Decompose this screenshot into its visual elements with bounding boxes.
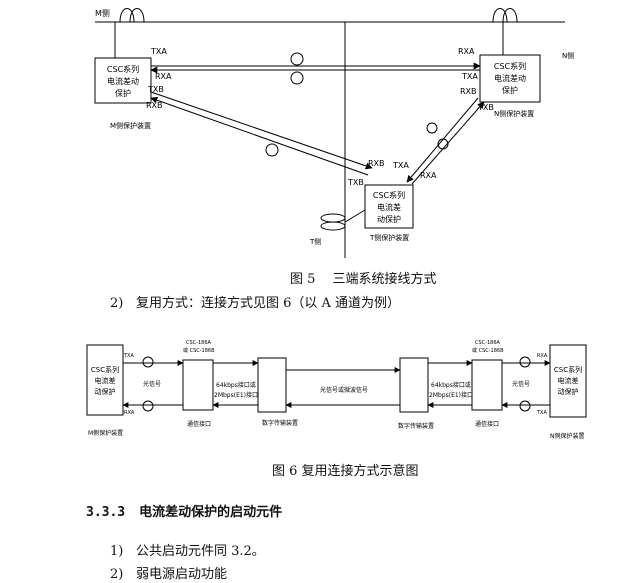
sig-txa-t: TXA — [392, 161, 409, 170]
sig-txb-n: TXB — [477, 103, 494, 112]
sig-txb-t: TXB — [347, 178, 364, 187]
fiber-coil-left-top — [142, 356, 154, 368]
list-item-number: 2) — [110, 567, 124, 582]
figure-5-caption: 图 5 三端系统接线方式 — [290, 272, 437, 287]
relay-box-right — [549, 344, 587, 418]
fiber-coil-nt — [426, 122, 449, 150]
converter-left-model2: 或 CSC-186B — [183, 347, 215, 354]
list-item-text: 弱电源启动功能 — [136, 567, 228, 582]
sig-rxa-m: RXA — [155, 72, 172, 81]
device-label-left: M侧保护装置 — [88, 429, 123, 437]
sig-rxa-n: RXA — [458, 47, 475, 56]
relay-t-line1: CSC系列 — [373, 190, 405, 200]
relay-box-n — [479, 54, 541, 103]
converter-right — [471, 359, 503, 411]
iface-label-left-2: 2Mbps(E1)接口 — [214, 391, 258, 399]
relay-t-line3: 动保护 — [377, 214, 401, 224]
converter-left — [182, 359, 214, 411]
sig-rxa-right: RXA — [537, 353, 548, 359]
section-title: 电流差动保护的启动元件 — [139, 505, 283, 520]
bus-label-m: M侧 — [95, 8, 110, 18]
converter-right-model2: 或 CSC-186B — [472, 347, 504, 354]
sig-txa-left: TXA — [123, 353, 134, 359]
relay-n-line1: CSC系列 — [494, 61, 526, 71]
device-label-m: M侧保护装置 — [110, 121, 151, 130]
device-label-t: T侧保护装置 — [369, 233, 409, 242]
relay-right-line1: CSC系列 — [554, 365, 582, 374]
dtu-left — [257, 357, 287, 413]
t-branch-lead — [344, 209, 366, 223]
bus-label-n: N侧 — [562, 51, 574, 60]
relay-left-line1: CSC系列 — [91, 365, 119, 374]
relay-box-left — [86, 344, 124, 416]
comm-iface-right: 通信接口 — [475, 420, 499, 428]
dtu-left-label: 数字传输装置 — [262, 419, 298, 427]
fiber-coil-mn — [290, 52, 304, 85]
relay-left-line2: 电流差 — [95, 376, 116, 385]
sig-rxb-n: RXB — [460, 87, 477, 96]
list-item-number: 1) — [110, 544, 124, 559]
iface-label-right-1: 64kbps接口或 — [431, 381, 471, 389]
relay-left-line3: 动保护 — [95, 387, 116, 396]
dtu-right — [399, 357, 429, 413]
channel-nt-tx — [406, 97, 479, 183]
list-item: 1) 公共启动元件同 3.2。 — [110, 540, 265, 559]
comm-iface-left: 通信接口 — [187, 420, 211, 428]
relay-right-line3: 动保护 — [558, 387, 579, 396]
relay-m-line2: 电流差动 — [107, 76, 139, 86]
device-label-right: N侧保护装置 — [550, 432, 585, 440]
converter-right-model1: CSC-186A — [475, 340, 501, 346]
relay-n-line2: 电流差动 — [494, 73, 526, 83]
fiber-signal-left: 光信号 — [143, 380, 161, 388]
section-number: 3.3.3 — [86, 505, 126, 520]
fiber-coil-mt — [265, 143, 279, 157]
relay-t-line2: 电流差 — [377, 202, 401, 212]
tee-label: T侧 — [309, 237, 321, 246]
relay-box-m — [94, 57, 152, 104]
iface-label-left-1: 64kbps接口或 — [216, 381, 256, 389]
fiber-coil-left-bottom — [142, 400, 154, 412]
figure-5-three-terminal-diagram: M侧 N侧 CSC系列 电流差动 保护 M侧保护装置 CSC系列 电流差动 保护… — [94, 8, 574, 258]
text-line-2-number: 2) — [110, 296, 124, 311]
dtu-right-label: 数字传输装置 — [398, 422, 434, 430]
sig-rxa-t: RXA — [420, 171, 437, 180]
sig-rxb-t: RXB — [368, 159, 385, 168]
iface-label-right-2: 2Mbps(E1)接口 — [429, 391, 473, 399]
mid-signal-label: 光信号或微波信号 — [320, 386, 368, 394]
list-item: 2) 弱电源启动功能 — [110, 563, 227, 582]
relay-right-line2: 电流差 — [558, 376, 579, 385]
sig-txa-right: TXA — [536, 410, 547, 416]
fiber-signal-right: 光信号 — [512, 380, 530, 388]
sig-rxb-m: RXB — [146, 101, 163, 110]
ct-coil-n — [492, 8, 518, 23]
sig-txa-n: TXA — [461, 72, 478, 81]
text-line-2: 2) 复用方式：连接方式见图 6（以 A 通道为例） — [110, 292, 400, 311]
fiber-coil-right-bottom — [519, 400, 531, 412]
device-label-n: N侧保护装置 — [494, 109, 534, 118]
channel-mt-tx — [150, 91, 373, 170]
section-heading: 3.3.3 电流差动保护的启动元件 — [86, 501, 282, 520]
relay-box-t — [364, 184, 414, 229]
sig-txa-m: TXA — [150, 47, 167, 56]
fiber-coil-right-top — [519, 356, 531, 368]
ct-coil-t — [320, 213, 346, 231]
relay-m-line3: 保护 — [115, 88, 131, 98]
list-item-text: 公共启动元件同 3.2。 — [136, 544, 265, 559]
converter-left-model1: CSC-186A — [186, 340, 212, 346]
sig-rxa-left: RXA — [124, 410, 135, 416]
relay-m-line1: CSC系列 — [107, 64, 139, 74]
figure-6-multiplex-diagram: CSC系列 电流差 动保护 M侧保护装置 CSC系列 电流差 动保护 N侧保护装… — [86, 340, 587, 440]
ct-coil-m — [119, 8, 145, 23]
sig-txb-m: TXB — [147, 85, 164, 94]
figure-6-caption: 图 6 复用连接方式示意图 — [272, 464, 419, 479]
text-line-2-content: 复用方式：连接方式见图 6（以 A 通道为例） — [136, 296, 401, 311]
channel-mt-rx — [150, 96, 369, 176]
relay-n-line3: 保护 — [502, 85, 518, 95]
